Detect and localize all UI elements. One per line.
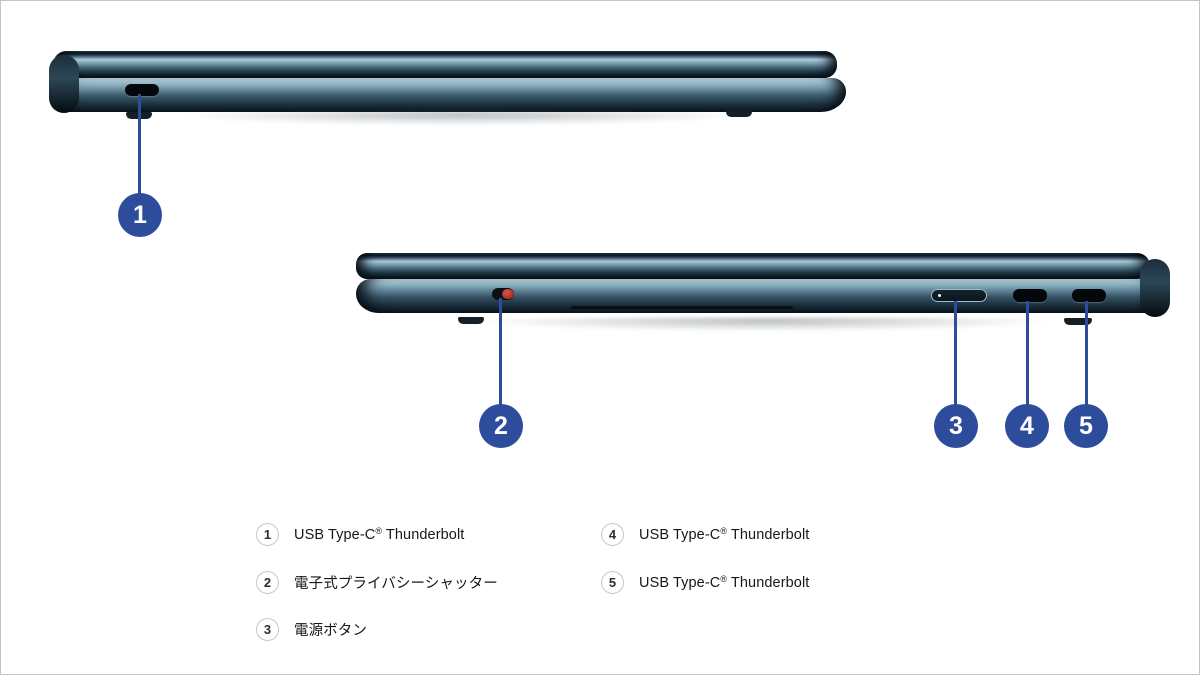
legend-item-5: 5 USB Type-C® Thunderbolt: [601, 571, 809, 594]
legend-item-1: 1 USB Type-C® Thunderbolt: [256, 523, 464, 546]
callout-badge-3: 3: [934, 404, 978, 448]
laptop-lid: [53, 51, 837, 78]
vent-slot: [571, 306, 793, 309]
rubber-foot: [726, 110, 752, 117]
power-led: [938, 294, 941, 297]
callout-badge-5: 5: [1064, 404, 1108, 448]
privacy-shutter-red-marker: [502, 289, 514, 299]
callout-line-5: [1085, 301, 1088, 406]
callout-badge-1: 1: [118, 193, 162, 237]
registered-mark: ®: [720, 525, 728, 536]
callout-badge-4: 4: [1005, 404, 1049, 448]
laptop-left-end-cap: [49, 55, 79, 113]
laptop-shadow: [366, 317, 1166, 331]
legend-label-text: USB Type-C: [639, 574, 721, 591]
usb-c-port-1: [125, 84, 159, 96]
callout-line-3: [954, 301, 957, 406]
legend-number-2: 2: [256, 571, 279, 594]
legend-item-3: 3 電源ボタン: [256, 618, 367, 641]
legend-number-1: 1: [256, 523, 279, 546]
legend-label-3: 電源ボタン: [294, 619, 367, 640]
legend-number-4: 4: [601, 523, 624, 546]
legend-number-5: 5: [601, 571, 624, 594]
registered-mark: ®: [720, 573, 728, 584]
callout-line-4: [1026, 301, 1029, 406]
laptop-lid: [356, 253, 1150, 279]
laptop-base: [53, 78, 846, 112]
laptop-right-end-cap: [1140, 259, 1170, 317]
legend-item-4: 4 USB Type-C® Thunderbolt: [601, 523, 809, 546]
rubber-foot: [1064, 318, 1092, 325]
usb-c-port-5: [1072, 289, 1106, 302]
legend-label-text: Thunderbolt: [727, 526, 810, 543]
legend-label-5: USB Type-C® Thunderbolt: [639, 573, 810, 591]
legend-label-2: 電子式プライバシーシャッター: [294, 572, 498, 593]
laptop-shadow: [67, 111, 857, 125]
callout-line-2: [499, 298, 502, 406]
privacy-shutter-switch: [492, 288, 514, 300]
legend-label-text: Thunderbolt: [382, 526, 465, 543]
laptop-left-side-view: [49, 51, 857, 131]
power-button: [931, 289, 987, 302]
callout-line-1: [138, 94, 141, 195]
legend-label-text: 電子式プライバシーシャッター: [294, 576, 498, 592]
legend-label-text: USB Type-C: [639, 526, 721, 543]
callout-badge-2: 2: [479, 404, 523, 448]
registered-mark: ®: [375, 525, 383, 536]
legend-item-2: 2 電子式プライバシーシャッター: [256, 571, 498, 594]
legend-label-4: USB Type-C® Thunderbolt: [639, 525, 810, 543]
legend-label-text: Thunderbolt: [727, 574, 810, 591]
legend-label-1: USB Type-C® Thunderbolt: [294, 525, 465, 543]
legend-label-text: 電源ボタン: [294, 623, 367, 639]
legend-number-3: 3: [256, 618, 279, 641]
laptop-right-side-view: [356, 253, 1170, 333]
rubber-foot: [458, 317, 484, 324]
usb-c-port-4: [1013, 289, 1047, 302]
legend-label-text: USB Type-C: [294, 526, 376, 543]
